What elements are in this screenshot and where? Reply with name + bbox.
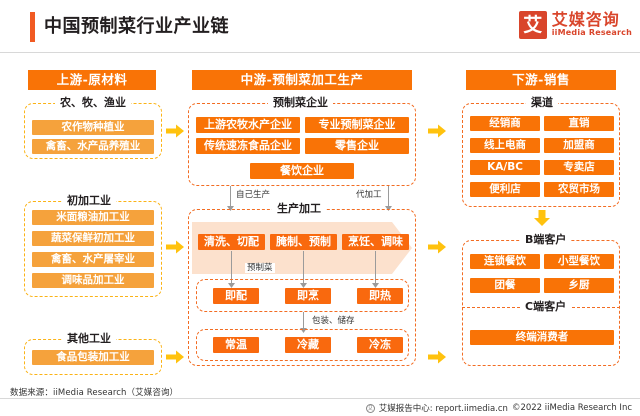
channel-ka-bc[interactable]: KA/BC — [470, 160, 540, 175]
brand-logo: 艾 艾媒咨询 iiMedia Research — [518, 10, 632, 39]
arrow-right-icon — [166, 124, 184, 138]
enterprise-retail[interactable]: 零售企业 — [305, 138, 409, 154]
arrow-down-icon — [228, 283, 235, 288]
b-customer-chain-catering[interactable]: 连锁餐饮 — [470, 254, 540, 269]
arrow-right-icon — [166, 240, 184, 254]
arrow-right-icon — [428, 240, 446, 254]
prepared-ready-to-cook[interactable]: 即烹 — [285, 288, 331, 304]
production-step-cook-season[interactable]: 烹饪、调味 — [342, 234, 409, 250]
arrow-right-icon — [428, 124, 446, 138]
flow-tag-oem: 代加工 — [354, 190, 384, 200]
arrow-down-icon — [385, 206, 392, 211]
downstream-heading: 下游-销售 — [466, 70, 616, 90]
channel-distributor[interactable]: 经销商 — [470, 116, 540, 131]
tag-prepared-dish: 预制菜 — [245, 263, 275, 273]
footer-right: 艾 艾媒报告中心: report.iimedia.cn ©2022 iiMedi… — [365, 402, 632, 414]
page-header: 中国预制菜行业产业链 艾 艾媒咨询 iiMedia Research — [0, 0, 640, 52]
arrow-right-icon — [428, 350, 446, 364]
channel-farmers-market[interactable]: 农贸市场 — [544, 182, 614, 197]
upstream-group-other-industry-label: 其他工业 — [62, 333, 116, 345]
storage-chilled[interactable]: 冷藏 — [285, 337, 331, 353]
upstream-item-crop-farming[interactable]: 农作物种植业 — [32, 120, 154, 135]
arrow-down-icon — [534, 210, 550, 226]
upstream-heading: 上游-原材料 — [28, 70, 156, 90]
page-title: 中国预制菜行业产业链 — [44, 16, 229, 37]
enterprise-professional-prepared[interactable]: 专业预制菜企业 — [305, 117, 409, 133]
upstream-item-livestock-aquaculture[interactable]: 禽畜、水产品养殖业 — [32, 139, 154, 154]
connector-step3-ready — [375, 251, 376, 285]
prepared-ready-to-cook-kit[interactable]: 即配 — [213, 288, 259, 304]
connector-ready-storage — [303, 312, 304, 330]
arrow-down-icon — [300, 283, 307, 288]
title-accent-bar — [30, 12, 35, 42]
channel-franchisee[interactable]: 加盟商 — [544, 138, 614, 153]
b-customer-small-catering[interactable]: 小型餐饮 — [544, 254, 614, 269]
prepared-ready-to-heat[interactable]: 即热 — [357, 288, 403, 304]
enterprise-catering[interactable]: 餐饮企业 — [250, 163, 354, 179]
arrow-down-icon — [372, 283, 379, 288]
b-customer-village-chef[interactable]: 乡厨 — [544, 278, 614, 293]
logo-name-cn: 艾媒咨询 — [551, 10, 620, 30]
arrow-down-icon — [227, 206, 234, 211]
channel-online-ecommerce[interactable]: 线上电商 — [470, 138, 540, 153]
header-divider — [0, 52, 640, 53]
connector-step1-ready — [231, 251, 232, 285]
upstream-item-grain-oil[interactable]: 米面粮油加工业 — [32, 210, 154, 225]
b-customer-group-meal[interactable]: 团餐 — [470, 278, 540, 293]
channel-specialty-store[interactable]: 专卖店 — [544, 160, 614, 175]
connector-step2-ready — [303, 251, 304, 285]
upstream-item-vegetable-preserve[interactable]: 蔬菜保鲜初加工业 — [32, 231, 154, 246]
storage-ambient[interactable]: 常温 — [213, 337, 259, 353]
upstream-item-condiment[interactable]: 调味品加工业 — [32, 273, 154, 288]
midstream-enterprise-label: 预制菜企业 — [268, 97, 333, 109]
connector-oem-production — [388, 186, 389, 208]
channel-direct-sales[interactable]: 直销 — [544, 116, 614, 131]
storage-group — [196, 329, 409, 361]
upstream-item-slaughter[interactable]: 禽畜、水产屠宰业 — [32, 252, 154, 267]
prepared-dish-group — [196, 279, 409, 312]
connector-self-production — [230, 186, 231, 208]
tag-packaging-storage: 包装、储存 — [310, 316, 357, 326]
enterprise-upstream-agri-aqua[interactable]: 上游农牧水产企业 — [196, 117, 300, 133]
logo-text: 艾媒咨询 iiMedia Research — [551, 10, 632, 38]
logo-mark-icon: 艾 — [518, 11, 547, 39]
logo-name-en: iiMedia Research — [551, 28, 632, 38]
storage-frozen[interactable]: 冷冻 — [357, 337, 403, 353]
b-customer-label: B端客户 — [520, 234, 572, 246]
midstream-heading: 中游-预制菜加工生产 — [192, 70, 412, 90]
c-customer-end-consumer[interactable]: 终端消费者 — [470, 330, 614, 345]
footer-badge-icon: 艾 — [365, 403, 375, 413]
enterprise-traditional-frozen[interactable]: 传统速冻食品企业 — [196, 138, 300, 154]
footer-copyright: ©2022 iiMedia Research Inc — [511, 403, 632, 413]
footer-divider — [0, 398, 640, 399]
footer-report-link[interactable]: 艾媒报告中心: report.iimedia.cn — [378, 404, 508, 414]
flow-tag-self-production: 自己生产 — [234, 190, 273, 200]
channel-convenience-store[interactable]: 便利店 — [470, 182, 540, 197]
channel-label: 渠道 — [526, 97, 558, 109]
upstream-group-agriculture-label: 农、牧、渔业 — [55, 97, 131, 109]
arrow-right-icon — [166, 350, 184, 364]
upstream-group-primary-processing-label: 初加工业 — [62, 195, 116, 207]
upstream-item-food-packaging[interactable]: 食品包装加工业 — [32, 350, 154, 365]
production-step-marinate[interactable]: 腌制、预制 — [270, 234, 337, 250]
c-customer-label: C端客户 — [520, 301, 572, 313]
midstream-production-label: 生产加工 — [272, 203, 326, 215]
data-source-note: 数据来源：iiMedia Research（艾媒咨询） — [10, 388, 179, 398]
production-step-wash-cut[interactable]: 清洗、切配 — [198, 234, 265, 250]
